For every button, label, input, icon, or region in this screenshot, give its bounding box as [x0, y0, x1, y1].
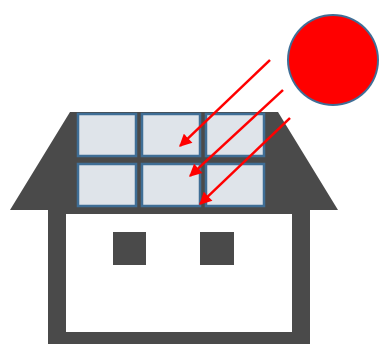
house-interior [66, 214, 292, 332]
window-right [200, 232, 234, 265]
sunlight-arrow [179, 59, 271, 147]
sunlight-arrow [199, 117, 291, 205]
sun-icon [287, 14, 379, 106]
solar-panel [76, 162, 138, 208]
solar-panel [76, 112, 138, 158]
windows [113, 232, 234, 265]
solar-panel [140, 162, 202, 208]
window-left [113, 232, 146, 265]
sunlight-arrow [189, 89, 284, 177]
sunlight-arrows [179, 59, 291, 205]
